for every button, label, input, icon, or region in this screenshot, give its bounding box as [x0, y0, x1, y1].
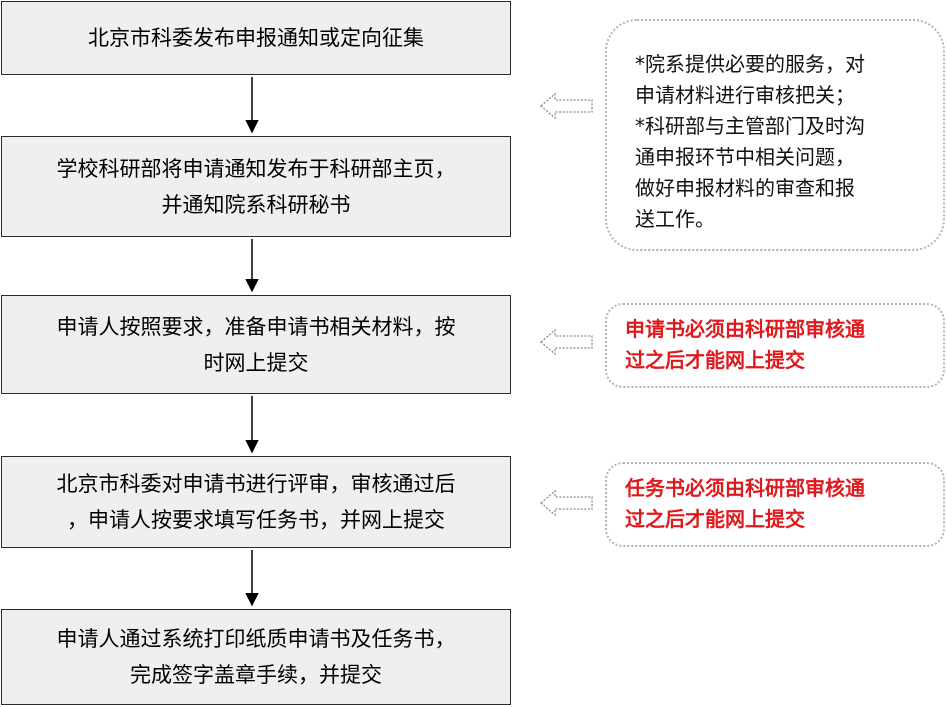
- side-note-2-line-1: 申请书必须由科研部审核通: [625, 317, 865, 341]
- flow-step-5-line-2: 完成签字盖章手续，并提交: [130, 663, 382, 687]
- flow-step-1-line-1: 北京市科委发布申报通知或定向征集: [88, 26, 424, 50]
- side-note-2-line-2: 过之后才能网上提交: [625, 348, 805, 372]
- flow-step-2-line-2: 并通知院系科研秘书: [161, 192, 351, 217]
- flow-step-2-line-1: 学校科研部将申请通知发布于科研部主页，: [56, 156, 456, 181]
- flow-step-3-line-2: 时网上提交: [203, 350, 309, 375]
- flow-step-4: 北京市科委对申请书进行评审，审核通过后 ，申请人按要求填写任务书，并网上提交: [1, 456, 511, 548]
- flow-step-1: 北京市科委发布申报通知或定向征集: [1, 1, 511, 75]
- flow-step-2: 学校科研部将申请通知发布于科研部主页， 并通知院系科研秘书: [1, 136, 511, 237]
- side-note-1-line-3: *科研部与主管部门及时沟: [635, 114, 865, 138]
- flow-step-3-line-1: 申请人按照要求，准备申请书相关材料，按: [56, 314, 456, 339]
- side-note-1-line-4: 通申报环节中相关问题，: [635, 145, 855, 169]
- flow-step-4-line-1: 北京市科委对申请书进行评审，审核通过后: [56, 472, 456, 496]
- side-note-3-line-2: 过之后才能网上提交: [625, 507, 805, 531]
- side-note-1-line-5: 做好申报材料的审查和报: [635, 176, 855, 200]
- flow-step-4-line-2: ，申请人按要求填写任务书，并网上提交: [67, 508, 445, 532]
- flow-step-3: 申请人按照要求，准备申请书相关材料，按 时网上提交: [1, 295, 511, 394]
- side-arrow-2: [540, 328, 593, 356]
- flow-step-5-line-1: 申请人通过系统打印纸质申请书及任务书，: [56, 627, 456, 651]
- side-arrow-1: [540, 92, 593, 120]
- side-note-3-line-1: 任务书必须由科研部审核通: [625, 476, 865, 500]
- side-note-1-line-1: *院系提供必要的服务，对: [635, 52, 865, 76]
- side-note-application-review: 申请书必须由科研部审核通 过之后才能网上提交: [605, 303, 945, 388]
- side-note-task-review: 任务书必须由科研部审核通 过之后才能网上提交: [605, 462, 945, 547]
- side-arrow-3: [540, 489, 593, 517]
- side-note-1-line-6: 送工作。: [635, 207, 715, 231]
- flow-step-5: 申请人通过系统打印纸质申请书及任务书， 完成签字盖章手续，并提交: [1, 609, 511, 705]
- side-note-services: *院系提供必要的服务，对 申请材料进行审核把关； *科研部与主管部门及时沟 通申…: [605, 19, 945, 251]
- side-note-1-line-2: 申请材料进行审核把关；: [635, 83, 855, 107]
